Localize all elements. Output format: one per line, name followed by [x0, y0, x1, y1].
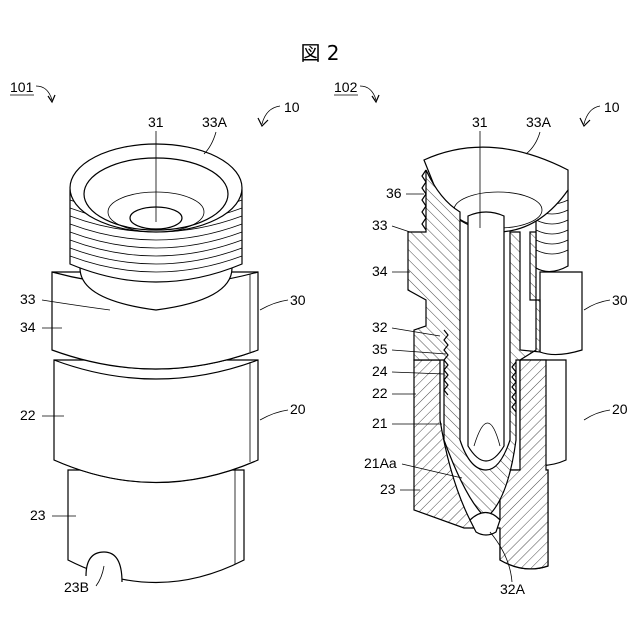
left-leader-33A	[204, 132, 216, 154]
left-leader-20	[260, 410, 288, 420]
right-view: 102 31	[334, 79, 628, 597]
right-arrowhead-10	[580, 118, 590, 126]
left-label-22: 22	[20, 407, 36, 423]
left-leader-30	[260, 300, 288, 310]
left-label-23B: 23B	[64, 579, 89, 595]
left-label-34: 34	[20, 319, 36, 335]
left-label-20: 20	[290, 401, 306, 417]
left-view-id: 101	[10, 79, 34, 95]
right-leader-20	[584, 410, 610, 420]
figure-title: 図 2	[300, 41, 339, 65]
right-label-20: 20	[612, 401, 628, 417]
left-label-30: 30	[290, 292, 306, 308]
right-leader-33A	[526, 132, 540, 154]
right-label-22: 22	[372, 385, 388, 401]
left-view: 101	[10, 79, 306, 595]
right-leader-30	[584, 300, 610, 310]
right-label-36: 36	[386, 185, 402, 201]
right-label-21: 21	[372, 415, 388, 431]
right-label-24: 24	[372, 363, 388, 379]
right-label-30: 30	[612, 292, 628, 308]
right-label-32: 32	[372, 319, 388, 335]
left-label-23: 23	[30, 507, 46, 523]
left-leader-10	[262, 106, 280, 124]
left-label-10: 10	[284, 99, 300, 115]
right-label-21Aa: 21Aa	[364, 455, 397, 471]
right-label-32A: 32A	[500, 581, 526, 597]
right-label-33: 33	[372, 217, 388, 233]
left-label-33A: 33A	[202, 114, 228, 130]
right-leader-10	[584, 106, 600, 124]
right-exterior-upper	[540, 272, 582, 355]
right-label-10: 10	[604, 99, 620, 115]
right-label-23: 23	[380, 481, 396, 497]
right-view-id: 102	[334, 79, 358, 95]
right-label-34: 34	[372, 263, 388, 279]
right-tip	[470, 513, 500, 536]
left-middle-body	[54, 360, 258, 483]
right-label-31: 31	[472, 114, 488, 130]
right-label-35: 35	[372, 341, 388, 357]
left-arrowhead-10	[258, 118, 268, 126]
right-leader-33	[392, 226, 410, 232]
left-label-33: 33	[20, 291, 36, 307]
left-label-31: 31	[148, 114, 164, 130]
right-label-33A: 33A	[526, 114, 552, 130]
